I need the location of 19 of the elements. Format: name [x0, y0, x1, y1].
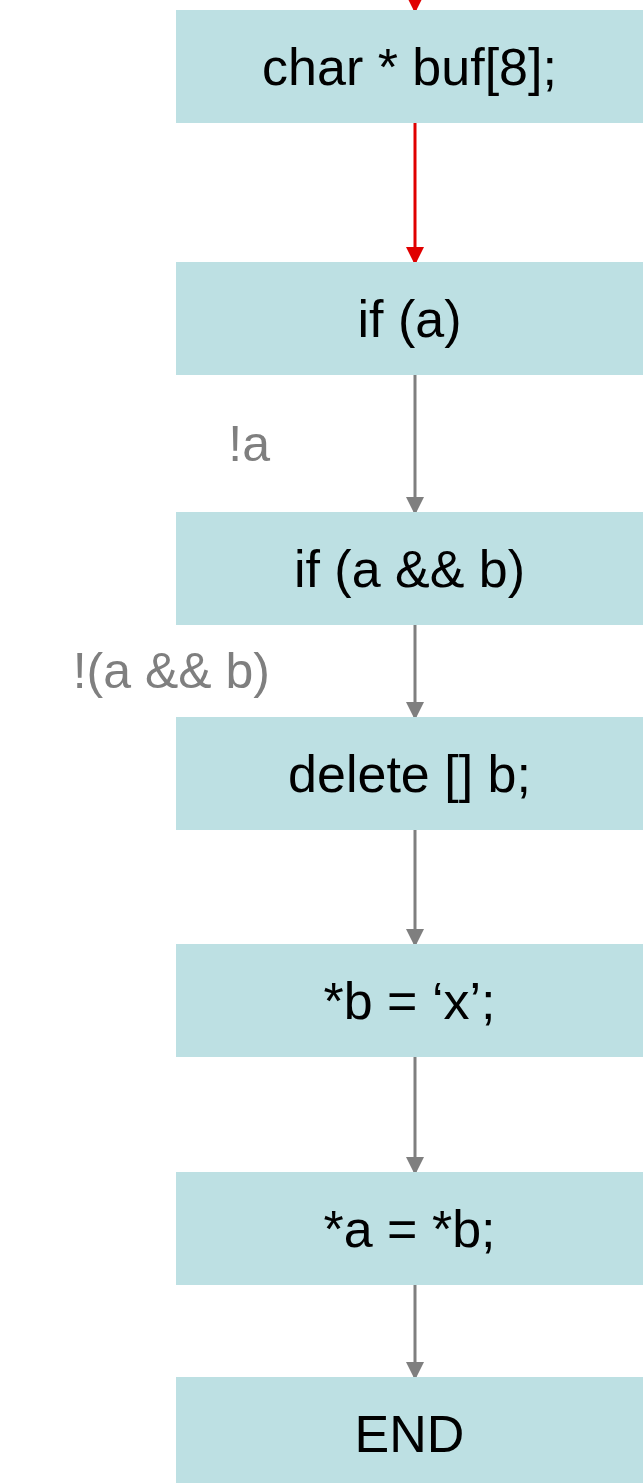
arrow — [406, 1285, 424, 1380]
edge-label: !a — [228, 418, 270, 469]
code-statement: *a = *b; — [323, 1202, 496, 1255]
arrow — [406, 0, 424, 13]
code-statement: END — [354, 1407, 465, 1460]
code-statement: *b = ‘x’; — [323, 974, 496, 1027]
arrow — [406, 123, 424, 265]
process-box — [176, 512, 643, 625]
process-box — [176, 944, 643, 1057]
edge-label: !(a && b) — [72, 646, 270, 696]
arrow — [406, 625, 424, 720]
arrow — [406, 375, 424, 515]
process-box — [176, 10, 643, 123]
process-box — [176, 262, 643, 375]
arrow — [406, 830, 424, 947]
process-box — [176, 1377, 643, 1483]
process-box — [176, 717, 643, 830]
arrow — [406, 1057, 424, 1175]
process-box — [176, 1172, 643, 1285]
